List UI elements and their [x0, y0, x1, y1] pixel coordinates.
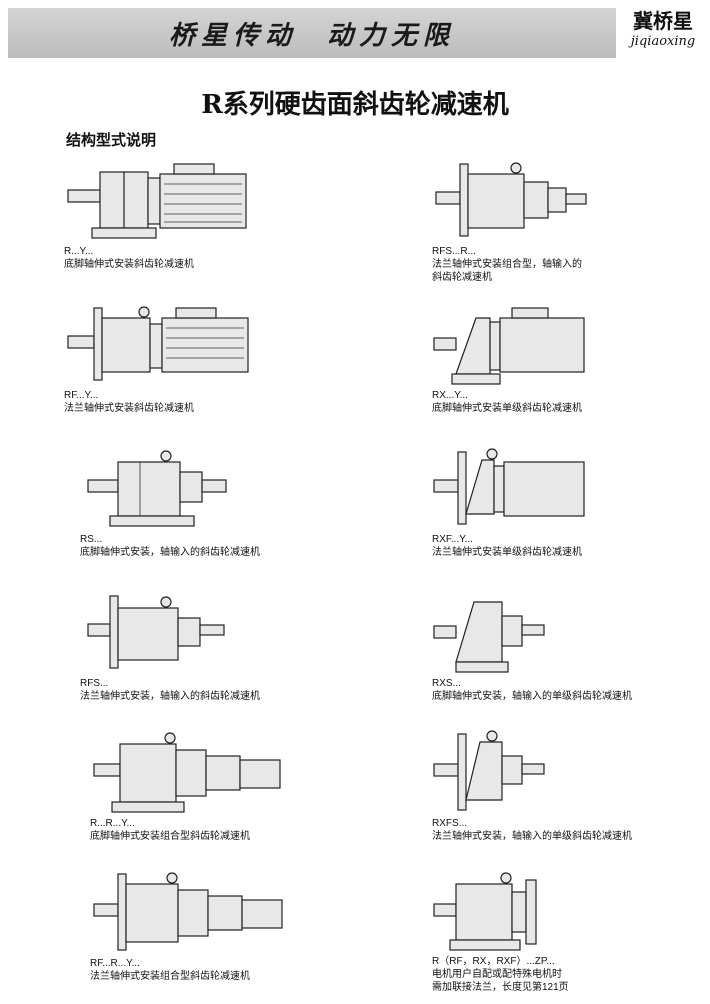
section-title: 结构型式说明: [66, 132, 157, 149]
brand-pinyin: jiqiaoxing: [630, 34, 696, 49]
model-code: RXFS...: [432, 818, 468, 829]
entry-rfs: RFS... 法兰轴伸式安装，轴输入的斜齿轮减速机: [80, 592, 360, 703]
foot-mounted-motor-reducer-drawing: [67, 163, 247, 239]
model-code: R（RF，RX，RXF）...ZP...: [432, 956, 555, 967]
model-description: 底脚轴伸式安装单级斜齿轮减速机: [432, 403, 582, 414]
model-description: 底脚轴伸式安装组合型斜齿轮减速机: [90, 831, 250, 842]
entry-rs: RS... 底脚轴伸式安装，轴输入的斜齿轮减速机: [80, 448, 360, 559]
foot-mounted-combined-reducer-drawing: [93, 732, 281, 813]
model-description: 电机用户自配或配特殊电机时 需加联接法兰，长度见第121页: [432, 969, 569, 993]
model-description: 法兰轴伸式安装组合型，轴输入的 斜齿轮减速机: [432, 259, 582, 283]
entry-rf-y: RF...Y... 法兰轴伸式安装斜齿轮减速机: [64, 304, 344, 415]
brand-logo: 冀桥星 jiqiaoxing: [622, 8, 704, 58]
entry-rf-r-y: RF...R...Y... 法兰轴伸式安装组合型斜齿轮减速机: [90, 870, 370, 983]
entry-rxfs: RXFS... 法兰轴伸式安装，轴输入的单级斜齿轮减速机: [432, 730, 710, 843]
model-description: 法兰轴伸式安装斜齿轮减速机: [64, 403, 194, 414]
reducer-with-connection-flange-drawing: [433, 872, 537, 951]
entry-zp: R（RF，RX，RXF）...ZP... 电机用户自配或配特殊电机时 需加联接法…: [432, 870, 710, 994]
entry-rx-y: RX...Y... 底脚轴伸式安装单级斜齿轮减速机: [432, 304, 710, 415]
model-description: 法兰轴伸式安装单级斜齿轮减速机: [432, 547, 582, 558]
model-description: 底脚轴伸式安装，轴输入的斜齿轮减速机: [80, 547, 260, 558]
model-description: 底脚轴伸式安装，轴输入的单级斜齿轮减速机: [432, 691, 632, 702]
model-code: RFS...R...: [432, 246, 476, 257]
header-slogan: 桥星传动 动力无限: [168, 20, 456, 51]
model-code: R...R...Y...: [90, 818, 135, 829]
model-code: RS...: [80, 534, 103, 545]
page-title: R系列硬齿面斜齿轮减速机: [201, 90, 509, 120]
brand-name: 冀桥星: [633, 9, 693, 33]
entry-rxf-y: RXF...Y... 法兰轴伸式安装单级斜齿轮减速机: [432, 448, 710, 559]
model-description: 法兰轴伸式安装，轴输入的斜齿轮减速机: [80, 691, 260, 702]
model-code: RFS...: [80, 678, 109, 689]
model-code: RF...R...Y...: [90, 958, 140, 969]
model-code: RXF...Y...: [432, 534, 473, 545]
foot-mounted-shaft-input-reducer-drawing: [87, 450, 227, 527]
entry-rxs: RXS... 底脚轴伸式安装，轴输入的单级斜齿轮减速机: [432, 592, 710, 703]
model-code: RX...Y...: [432, 390, 468, 401]
model-code: RF...Y...: [64, 390, 99, 401]
flange-mounted-shaft-input-reducer-drawing: [87, 595, 225, 669]
entry-r-r-y: R...R...Y... 底脚轴伸式安装组合型斜齿轮减速机: [90, 730, 370, 843]
single-stage-flange-mounted-shaft-input-drawing: [433, 730, 545, 811]
single-stage-foot-mounted-shaft-input-drawing: [433, 601, 545, 673]
single-stage-flange-mounted-reducer-drawing: [433, 448, 585, 525]
header-banner: 桥星传动 动力无限: [8, 8, 616, 58]
model-code: R...Y...: [64, 246, 94, 257]
model-description: 法兰轴伸式安装组合型斜齿轮减速机: [90, 971, 250, 982]
entry-r-y: R...Y... 底脚轴伸式安装斜齿轮减速机: [64, 160, 344, 271]
model-code: RXS...: [432, 678, 461, 689]
flange-mounted-combined-shaft-input-drawing: [435, 162, 587, 237]
single-stage-foot-mounted-reducer-drawing: [433, 307, 585, 385]
entry-rfs-r: RFS...R... 法兰轴伸式安装组合型，轴输入的 斜齿轮减速机: [432, 160, 710, 284]
model-description: 法兰轴伸式安装，轴输入的单级斜齿轮减速机: [432, 831, 632, 842]
flange-mounted-combined-reducer-drawing: [93, 872, 283, 951]
flange-mounted-motor-reducer-drawing: [67, 306, 249, 381]
model-description: 底脚轴伸式安装斜齿轮减速机: [64, 259, 194, 270]
